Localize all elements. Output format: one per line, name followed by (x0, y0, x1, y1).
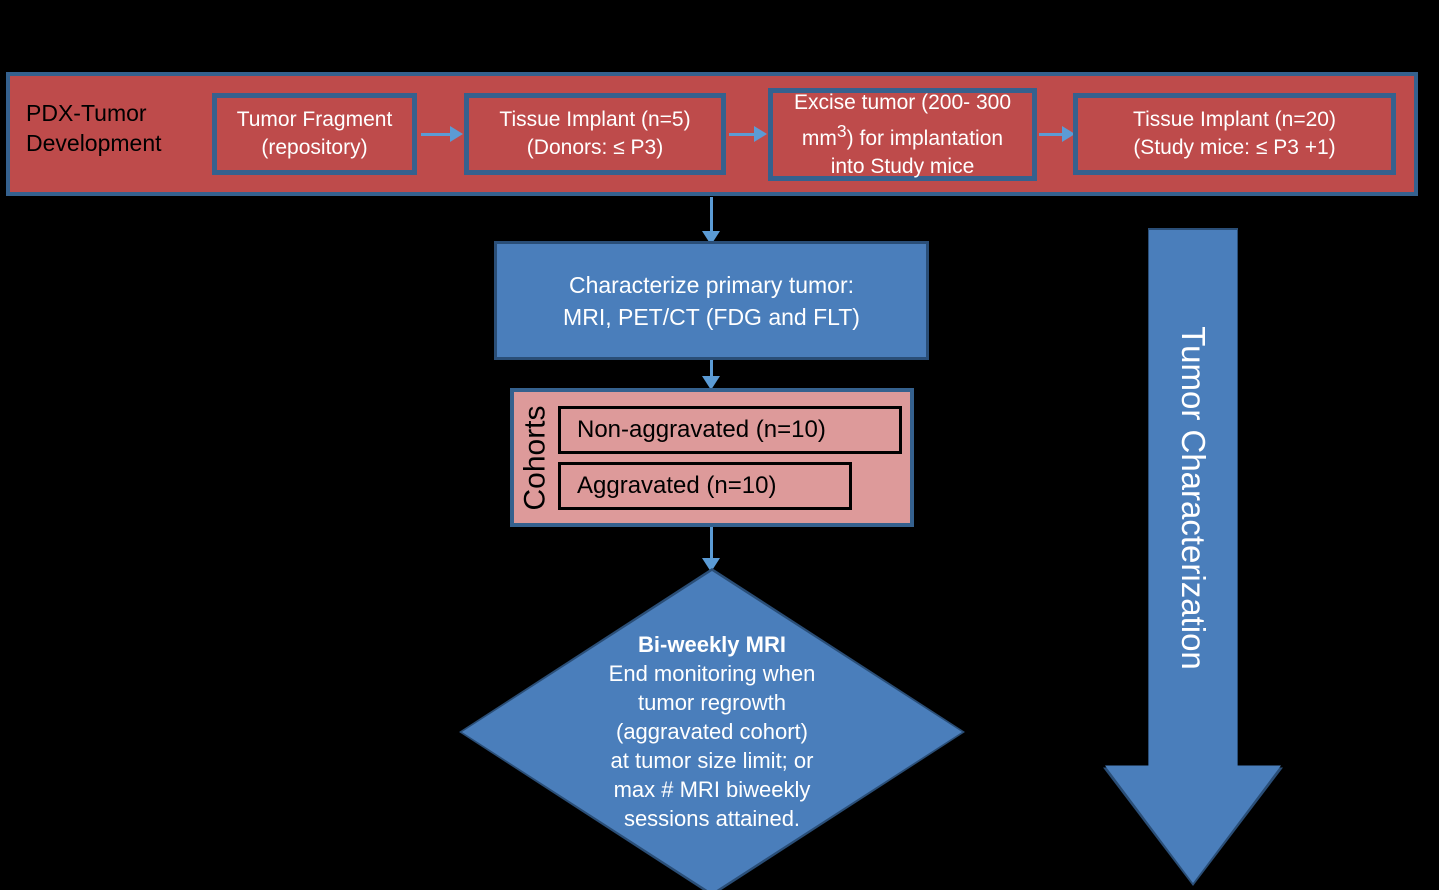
connector-arrow-1 (421, 124, 463, 144)
arrow-head (754, 126, 767, 142)
connector-arrow-cohorts-to-decision (701, 527, 721, 572)
step-tissue-implant-donors[interactable]: Tissue Implant (n=5) (Donors: ≤ P3) (464, 93, 726, 175)
arrow-head (702, 558, 720, 572)
decision-line-2: tumor regrowth (638, 690, 786, 715)
decision-line-4: at tumor size limit; or (610, 748, 814, 773)
decision-line-6: sessions attained. (623, 806, 801, 831)
phase-arrow-fill (1105, 230, 1281, 883)
connector-arrow-3 (1039, 124, 1075, 144)
cohorts-list: Non-aggravated (n=10) Aggravated (n=10) (558, 392, 910, 523)
arrow-shaft (1039, 132, 1062, 136)
step-excise-tumor[interactable]: Excise tumor (200- 300 mm3) for implanta… (768, 88, 1037, 181)
step-tissue-implant-donors-text: Tissue Implant (n=5) (Donors: ≤ P3) (499, 108, 691, 159)
step-excise-tumor-line2: mm3) for implantation (801, 120, 1004, 150)
band-title: PDX-Tumor Development (26, 100, 162, 156)
decision-heading: Bi-weekly MRI (638, 632, 786, 657)
tumor-characterization-phase-arrow: Tumor Characterization (1103, 228, 1283, 886)
decision-line-3: (aggravated cohort) (616, 719, 808, 744)
step-tumor-fragment-text: Tumor Fragment (repository) (236, 108, 393, 159)
step-excise-tumor-text: Excise tumor (200- 300 mm3) for implanta… (793, 90, 1012, 178)
arrow-head (450, 126, 463, 142)
cohort-item-non-aggravated[interactable]: Non-aggravated (n=10) (558, 405, 902, 454)
step-tumor-fragment[interactable]: Tumor Fragment (repository) (212, 93, 417, 175)
cohorts-label: Cohorts (519, 404, 553, 511)
cohorts-box: Cohorts Non-aggravated (n=10) Aggravated… (510, 388, 914, 527)
decision-line-5: max # MRI biweekly (613, 777, 811, 802)
arrow-shaft (729, 132, 754, 136)
arrow-shaft (421, 132, 450, 136)
decision-line-1: End monitoring when (608, 661, 816, 686)
decision-text: Bi-weekly MRI End monitoring when tumor … (562, 630, 862, 833)
connector-arrow-2 (729, 124, 767, 144)
bi-weekly-mri-decision[interactable]: Bi-weekly MRI End monitoring when tumor … (459, 568, 965, 890)
arrow-shaft (709, 527, 713, 558)
arrow-head (702, 376, 720, 390)
connector-arrow-band-to-characterize (701, 197, 721, 245)
characterize-primary-tumor-box[interactable]: Characterize primary tumor: MRI, PET/CT … (494, 241, 929, 360)
arrow-shaft (709, 360, 713, 376)
arrow-head (1062, 126, 1075, 142)
cohort-item-aggravated[interactable]: Aggravated (n=10) (558, 461, 852, 510)
step-tissue-implant-study-mice[interactable]: Tissue Implant (n=20) (Study mice: ≤ P3 … (1073, 93, 1396, 175)
arrow-shaft (709, 197, 713, 231)
characterize-primary-tumor-text: Characterize primary tumor: MRI, PET/CT … (563, 271, 860, 330)
step-tissue-implant-study-mice-text: Tissue Implant (n=20) (Study mice: ≤ P3 … (1133, 108, 1336, 159)
connector-arrow-characterize-to-cohorts (701, 360, 721, 390)
